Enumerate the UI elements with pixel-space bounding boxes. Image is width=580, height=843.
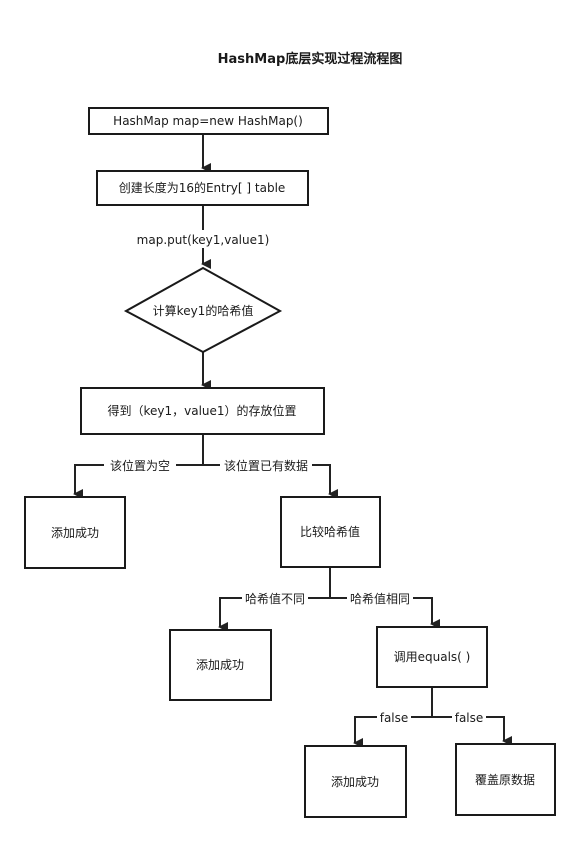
node-call-equals-label: 调用equals( ) [394, 650, 471, 664]
node-compute-hash-label: 计算key1的哈希值 [153, 303, 254, 318]
edge-labels: map.put(key1,value1) 该位置为空 该位置已有数据 哈希值不同… [104, 230, 486, 726]
node-new-hashmap: HashMap map=new HashMap() [88, 107, 329, 135]
node-add-success-2-label: 添加成功 [196, 658, 244, 672]
node-add-success-1-label: 添加成功 [51, 526, 99, 540]
node-add-success-3: 添加成功 [304, 745, 407, 818]
node-compute-hash: 计算key1的哈希值 [123, 266, 283, 354]
node-overwrite: 覆盖原数据 [455, 743, 556, 816]
node-overwrite-label: 覆盖原数据 [475, 772, 535, 787]
diagram-title: HashMap底层实现过程流程图 [218, 51, 403, 67]
node-add-success-1: 添加成功 [24, 496, 126, 569]
edge-label-equals-false-left: false [380, 711, 409, 725]
node-add-success-2: 添加成功 [169, 629, 272, 701]
node-get-position: 得到（key1，value1）的存放位置 [80, 387, 325, 435]
node-create-table-label: 创建长度为16的Entry[ ] table [119, 180, 286, 195]
edge-label-hash-same: 哈希值相同 [350, 591, 410, 606]
node-compare-hash-label: 比较哈希值 [300, 524, 360, 539]
edge-label-slot-empty: 该位置为空 [110, 458, 170, 473]
edge-label-hash-different: 哈希值不同 [245, 591, 305, 606]
edge-label-put-call: map.put(key1,value1) [137, 233, 270, 247]
node-add-success-3-label: 添加成功 [331, 775, 379, 789]
edge-label-equals-false-right: false [455, 711, 484, 725]
node-create-table: 创建长度为16的Entry[ ] table [96, 170, 309, 206]
node-compare-hash: 比较哈希值 [280, 496, 381, 568]
node-get-position-label: 得到（key1，value1）的存放位置 [107, 403, 296, 418]
edge-label-slot-has-data: 该位置已有数据 [224, 458, 308, 473]
node-call-equals: 调用equals( ) [376, 626, 488, 688]
node-new-hashmap-label: HashMap map=new HashMap() [113, 114, 303, 128]
